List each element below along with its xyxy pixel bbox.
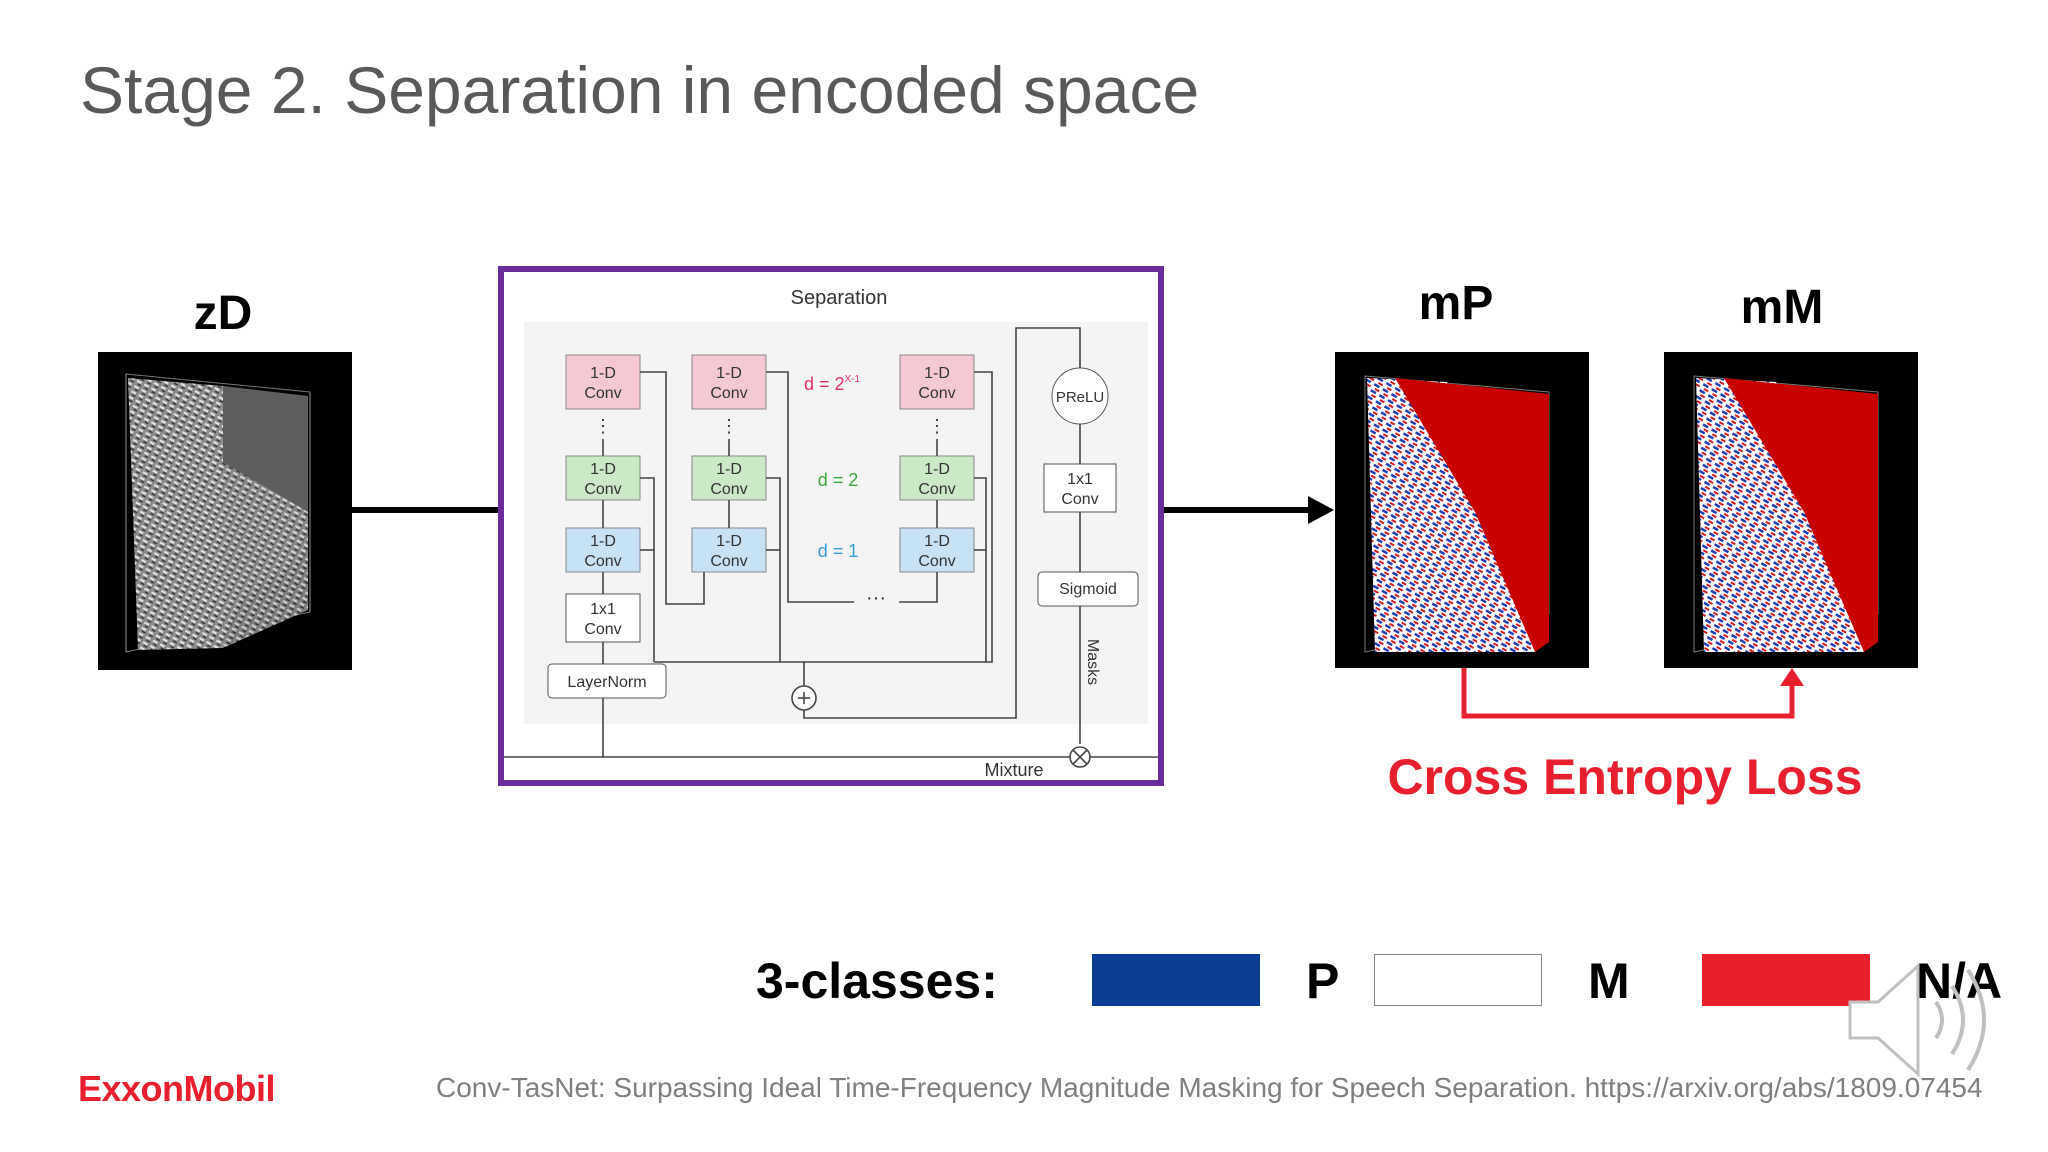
dilation-mid-label: d = 2: [818, 470, 859, 490]
speaker-icon[interactable]: [1840, 960, 2010, 1080]
svg-text:Conv: Conv: [710, 553, 747, 570]
svg-text:Conv: Conv: [918, 553, 955, 570]
conv-block-low-1: 1-D Conv: [565, 527, 641, 573]
svg-text:1-D: 1-D: [590, 461, 616, 478]
legend-label-p: P: [1306, 953, 1340, 1009]
dilation-top-label: d = 2X-1: [804, 374, 861, 394]
output-p-label: mP: [1418, 277, 1494, 330]
svg-text:Conv: Conv: [918, 481, 955, 498]
one-by-one-conv-input: 1x1 Conv: [565, 593, 641, 643]
legend-swatch-p: [1092, 954, 1260, 1006]
sigmoid-block: Sigmoid: [1037, 571, 1139, 607]
loss-label: Cross Entropy Loss: [1387, 749, 1863, 805]
svg-text:Sigmoid: Sigmoid: [1059, 581, 1117, 598]
svg-text:Conv: Conv: [918, 385, 955, 402]
svg-text:Conv: Conv: [1061, 491, 1098, 508]
exxonmobil-logo: ExxonMobil: [78, 1068, 276, 1109]
svg-text:1x1: 1x1: [1067, 471, 1093, 488]
svg-text:Conv: Conv: [584, 481, 621, 498]
ellipsis: ···: [866, 587, 886, 609]
conv-block-top-2: 1-D Conv: [691, 354, 767, 410]
citation-text: Conv-TasNet: Surpassing Ideal Time-Frequ…: [436, 1072, 1983, 1103]
svg-text:1-D: 1-D: [590, 365, 616, 382]
svg-text:1x1: 1x1: [590, 601, 616, 618]
layernorm-block: LayerNorm: [547, 663, 667, 699]
legend-label-m: M: [1588, 953, 1630, 1009]
svg-text:1-D: 1-D: [924, 533, 950, 550]
svg-text:1-D: 1-D: [590, 533, 616, 550]
svg-text:Conv: Conv: [710, 385, 747, 402]
conv-block-top-1: 1-D Conv: [565, 354, 641, 410]
svg-text:LayerNorm: LayerNorm: [567, 674, 646, 691]
mask-m-volume: [1664, 352, 1918, 668]
svg-text:⋮: ⋮: [720, 416, 738, 436]
svg-text:Conv: Conv: [584, 553, 621, 570]
conv-block-low-2: 1-D Conv: [691, 527, 767, 573]
masks-label: Masks: [1084, 639, 1101, 685]
legend-title: 3-classes:: [756, 953, 998, 1009]
conv-block-mid-3: 1-D Conv: [899, 455, 975, 501]
input-volume-label: zD: [193, 287, 253, 340]
prelu-block: PReLU: [1051, 367, 1109, 425]
svg-text:Conv: Conv: [710, 481, 747, 498]
separation-title: Separation: [791, 287, 888, 309]
svg-text:1-D: 1-D: [716, 365, 742, 382]
separation-module: Separation 1-D Conv ⋮ 1-D Conv 1-D Conv …: [498, 266, 1164, 786]
conv-block-low-3: 1-D Conv: [899, 527, 975, 573]
conv-block-top-3: 1-D Conv: [899, 354, 975, 410]
svg-text:1-D: 1-D: [716, 533, 742, 550]
svg-text:1-D: 1-D: [716, 461, 742, 478]
svg-text:⋮: ⋮: [594, 416, 612, 436]
mask-p-volume: [1335, 352, 1589, 668]
one-by-one-conv-output: 1x1 Conv: [1043, 463, 1117, 513]
svg-text:1-D: 1-D: [924, 461, 950, 478]
legend-swatch-m: [1374, 954, 1542, 1006]
input-seismic-volume: [98, 352, 352, 670]
conv-block-mid-2: 1-D Conv: [691, 455, 767, 501]
svg-text:Conv: Conv: [584, 621, 621, 638]
legend-swatch-na: [1702, 954, 1870, 1006]
conv-block-mid-1: 1-D Conv: [565, 455, 641, 501]
svg-text:⋮: ⋮: [928, 416, 946, 436]
svg-text:1-D: 1-D: [924, 365, 950, 382]
mixture-label: Mixture: [984, 760, 1043, 780]
slide-title: Stage 2. Separation in encoded space: [80, 53, 1200, 127]
dilation-low-label: d = 1: [818, 541, 859, 561]
svg-text:Conv: Conv: [584, 385, 621, 402]
svg-text:PReLU: PReLU: [1056, 389, 1104, 406]
output-m-label: mM: [1740, 281, 1824, 334]
